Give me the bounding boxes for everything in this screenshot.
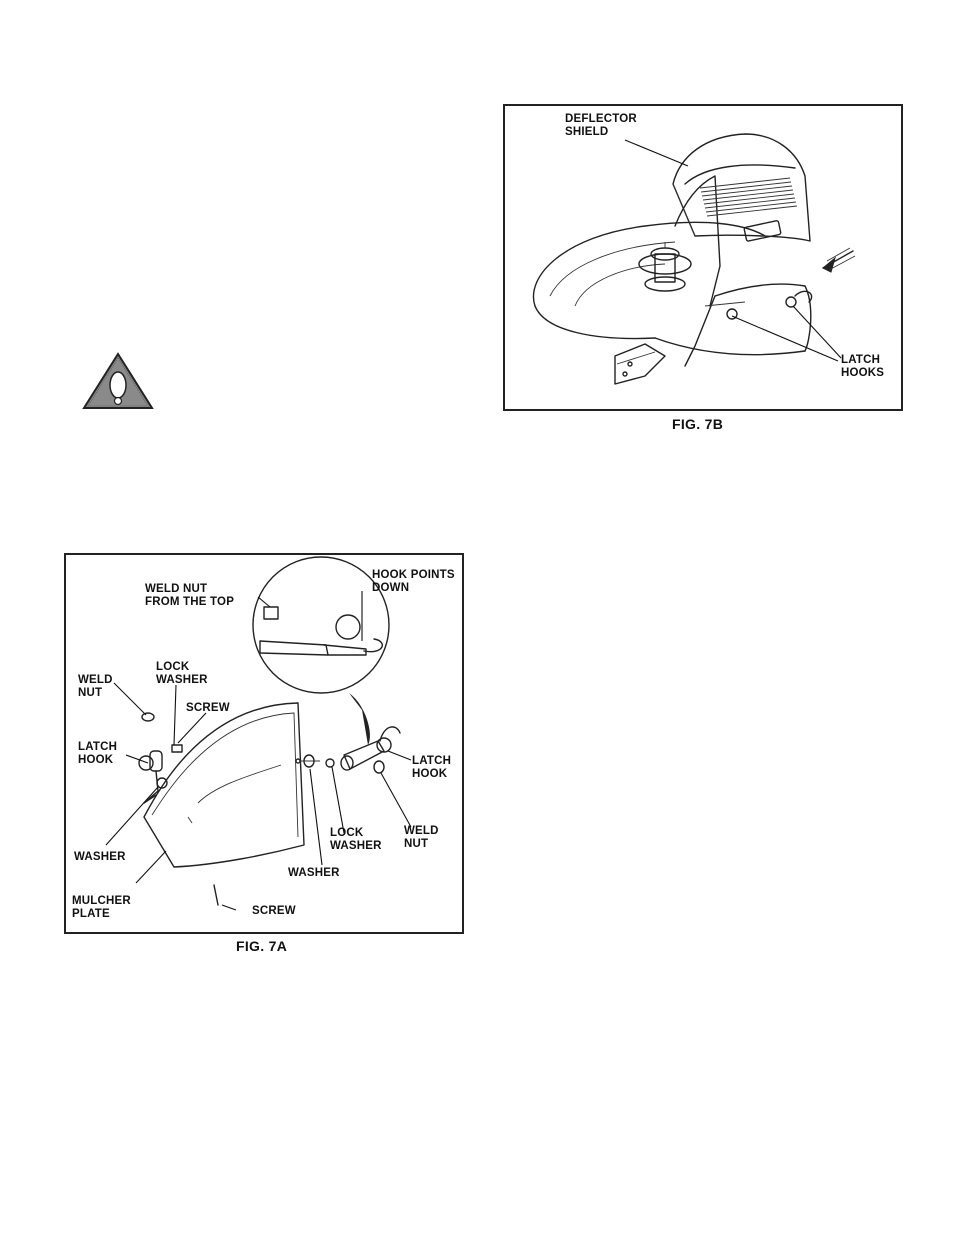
label-latch-hook-left: LATCH HOOK [78,741,117,767]
label-hook-points-line2: DOWN [372,582,455,595]
label-mulcher-plate: MULCHER PLATE [72,895,131,921]
figure-7a-illustration [66,555,466,936]
label-weld-nut-right-line2: NUT [404,838,439,851]
label-weld-nut-from-top: WELD NUT FROM THE TOP [145,583,234,609]
warning-icon [82,352,154,410]
figure-7b-caption: FIG. 7B [672,416,723,432]
label-latch-hooks-line1: LATCH [841,354,884,367]
label-washer-mid: WASHER [288,867,340,880]
label-latch-hook-left-line2: HOOK [78,754,117,767]
label-lock-washer-left-line2: WASHER [156,674,208,687]
figure-7b-frame: DEFLECTOR SHIELD LATCH HOOKS [503,104,903,411]
label-mulcher-plate-line1: MULCHER [72,895,131,908]
label-lock-washer-right: LOCK WASHER [330,827,382,853]
label-mulcher-plate-line2: PLATE [72,908,131,921]
label-lock-washer-right-line1: LOCK [330,827,382,840]
label-deflector-shield: DEFLECTOR SHIELD [565,113,637,139]
label-latch-hook-right: LATCH HOOK [412,755,451,781]
label-weld-nut-left-line2: NUT [78,687,113,700]
label-latch-hook-right-line2: HOOK [412,768,451,781]
label-washer-left: WASHER [74,851,126,864]
label-lock-washer-right-line2: WASHER [330,840,382,853]
label-latch-hooks-line2: HOOKS [841,367,884,380]
figure-7a-caption: FIG. 7A [236,938,287,954]
label-screw-bottom: SCREW [252,905,296,918]
label-screw-top: SCREW [186,702,230,715]
label-hook-points-down: HOOK POINTS DOWN [372,569,455,595]
figure-7a-frame: WELD NUT FROM THE TOP HOOK POINTS DOWN L… [64,553,464,934]
label-weld-nut-right-line1: WELD [404,825,439,838]
label-latch-hooks: LATCH HOOKS [841,354,884,380]
label-latch-hook-left-line1: LATCH [78,741,117,754]
label-weld-nut-from-top-line1: WELD NUT [145,583,234,596]
label-deflector-line1: DEFLECTOR [565,113,637,126]
label-weld-nut-left: WELD NUT [78,674,113,700]
label-deflector-line2: SHIELD [565,126,637,139]
label-weld-nut-right: WELD NUT [404,825,439,851]
label-latch-hook-right-line1: LATCH [412,755,451,768]
label-lock-washer-left: LOCK WASHER [156,661,208,687]
label-weld-nut-from-top-line2: FROM THE TOP [145,596,234,609]
label-hook-points-line1: HOOK POINTS [372,569,455,582]
label-lock-washer-left-line1: LOCK [156,661,208,674]
label-weld-nut-left-line1: WELD [78,674,113,687]
